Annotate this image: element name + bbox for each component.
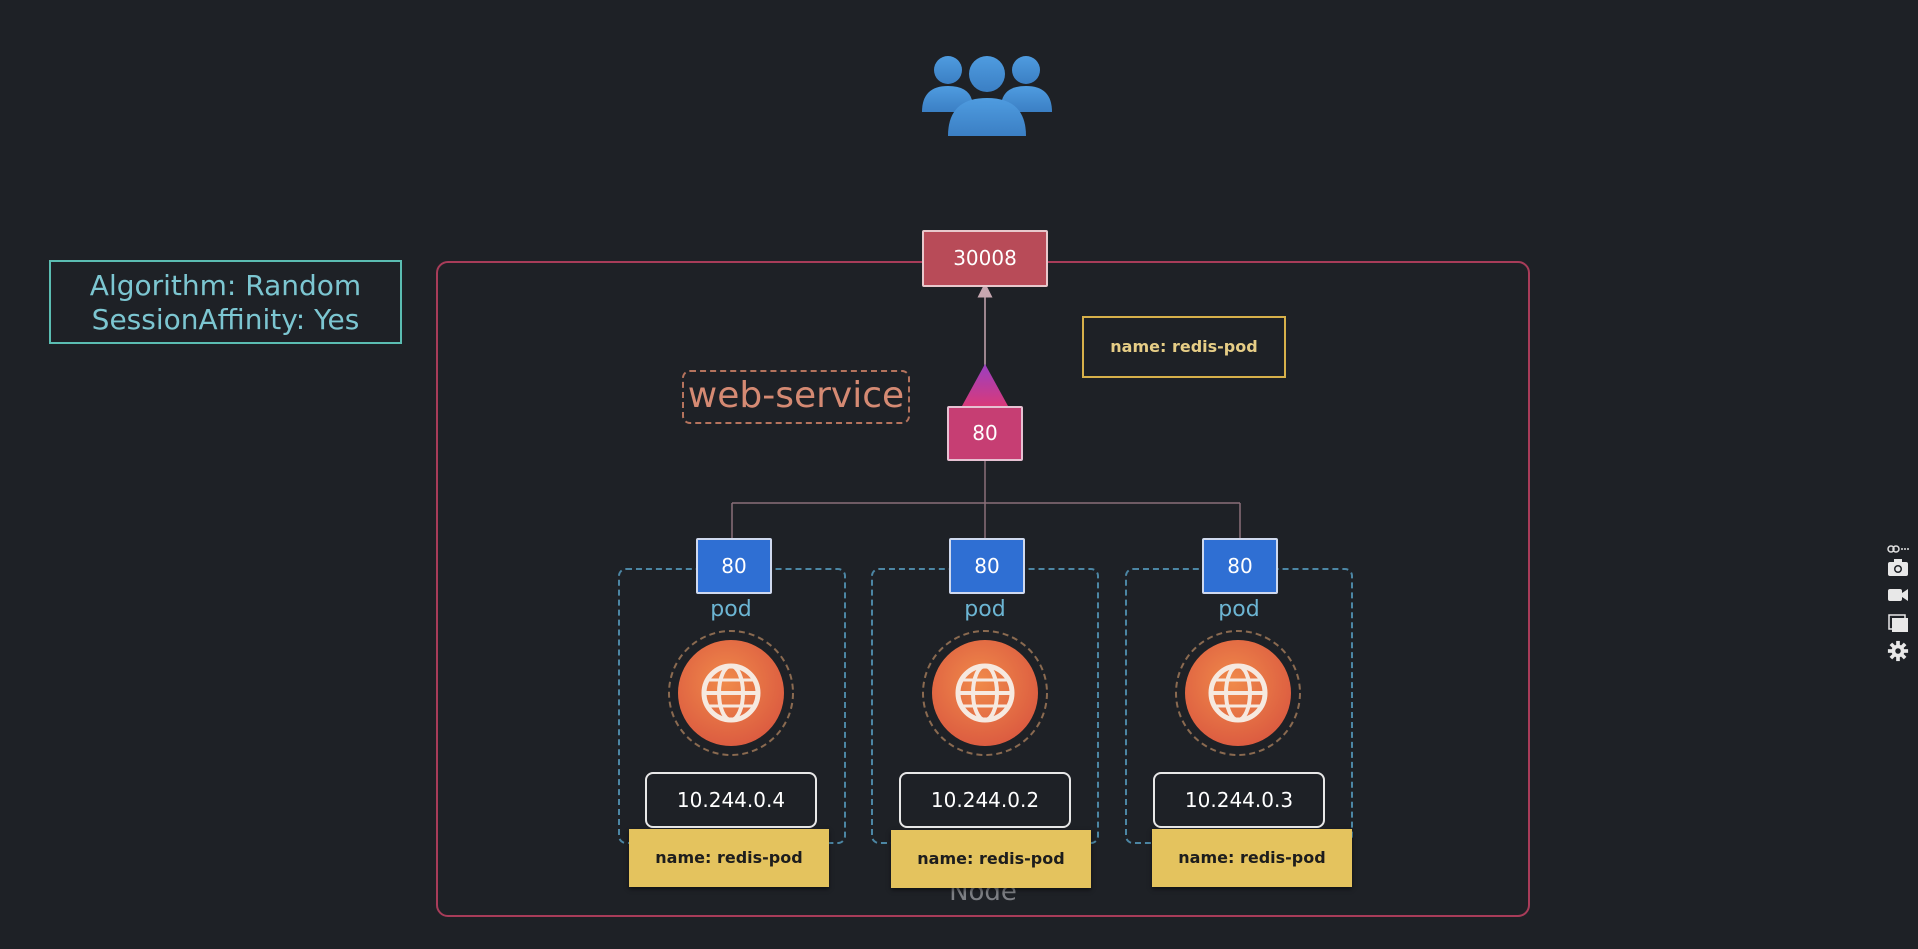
pod-3-port: 80 xyxy=(1202,538,1278,594)
pod-3-label: pod xyxy=(1218,597,1260,622)
pod-2-port: 80 xyxy=(949,538,1025,594)
pod-1-tag: name: redis-pod xyxy=(629,829,829,887)
video-side-toolbar xyxy=(1884,540,1912,664)
pod-2-ip: 10.244.0.2 xyxy=(899,772,1071,828)
gear-icon[interactable] xyxy=(1886,640,1910,662)
link-icon[interactable] xyxy=(1886,540,1910,553)
pod-1-ip: 10.244.0.4 xyxy=(645,772,817,828)
pod-1-port: 80 xyxy=(696,538,772,594)
globe-icon xyxy=(666,628,796,758)
globe-icon xyxy=(1173,628,1303,758)
pod-3-ip: 10.244.0.3 xyxy=(1153,772,1325,828)
service-selector-label: name: redis-pod xyxy=(1082,316,1286,378)
pod-1-label: pod xyxy=(710,597,752,622)
globe-icon xyxy=(920,628,1050,758)
service-triangle-icon xyxy=(962,364,1008,406)
algorithm-info-box: Algorithm: Random SessionAffinity: Yes xyxy=(49,260,402,344)
node-port-box: 30008 xyxy=(922,230,1048,287)
camera-icon[interactable] xyxy=(1886,556,1910,578)
pod-2-label: pod xyxy=(964,597,1006,622)
video-icon[interactable] xyxy=(1886,584,1910,606)
algorithm-label: Algorithm: Random xyxy=(89,269,362,302)
pod-2-tag: name: redis-pod xyxy=(891,830,1091,888)
service-port-box: 80 xyxy=(947,406,1023,461)
service-name-label: web-service xyxy=(682,370,910,424)
pod-3-tag: name: redis-pod xyxy=(1152,829,1352,887)
users-group-icon xyxy=(918,52,1056,136)
window-icon[interactable] xyxy=(1886,612,1910,634)
session-affinity-label: SessionAffinity: Yes xyxy=(91,303,360,336)
